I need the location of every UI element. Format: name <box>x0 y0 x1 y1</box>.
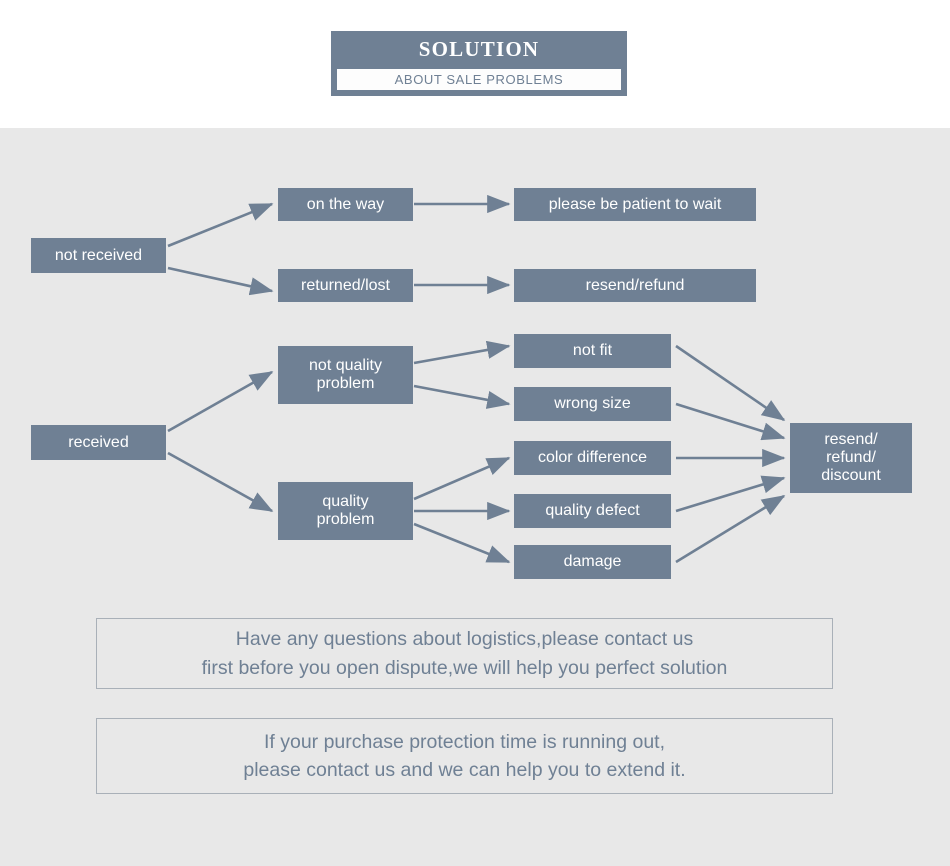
node-not-fit[interactable]: not fit <box>514 334 671 368</box>
node-resend-refund[interactable]: resend/refund <box>514 269 756 302</box>
node-quality-defect[interactable]: quality defect <box>514 494 671 528</box>
node-quality-problem[interactable]: quality problem <box>278 482 413 540</box>
header-subtitle-box: ABOUT SALE PROBLEMS <box>337 69 621 90</box>
flowchart-canvas: not received received on the way returne… <box>0 128 950 866</box>
node-on-the-way[interactable]: on the way <box>278 188 413 221</box>
page-subtitle: ABOUT SALE PROBLEMS <box>394 72 564 87</box>
page-title: SOLUTION <box>418 37 540 61</box>
node-damage[interactable]: damage <box>514 545 671 579</box>
header-banner: SOLUTION ABOUT SALE PROBLEMS <box>331 31 627 96</box>
node-received[interactable]: received <box>31 425 166 460</box>
node-wrong-size[interactable]: wrong size <box>514 387 671 421</box>
node-final-outcome[interactable]: resend/ refund/ discount <box>790 423 912 493</box>
node-not-received[interactable]: not received <box>31 238 166 273</box>
node-not-quality-problem[interactable]: not quality problem <box>278 346 413 404</box>
notice-protection-time: If your purchase protection time is runn… <box>96 718 833 794</box>
node-color-difference[interactable]: color difference <box>514 441 671 475</box>
node-returned-lost[interactable]: returned/lost <box>278 269 413 302</box>
notice-logistics: Have any questions about logistics,pleas… <box>96 618 833 689</box>
node-please-be-patient[interactable]: please be patient to wait <box>514 188 756 221</box>
